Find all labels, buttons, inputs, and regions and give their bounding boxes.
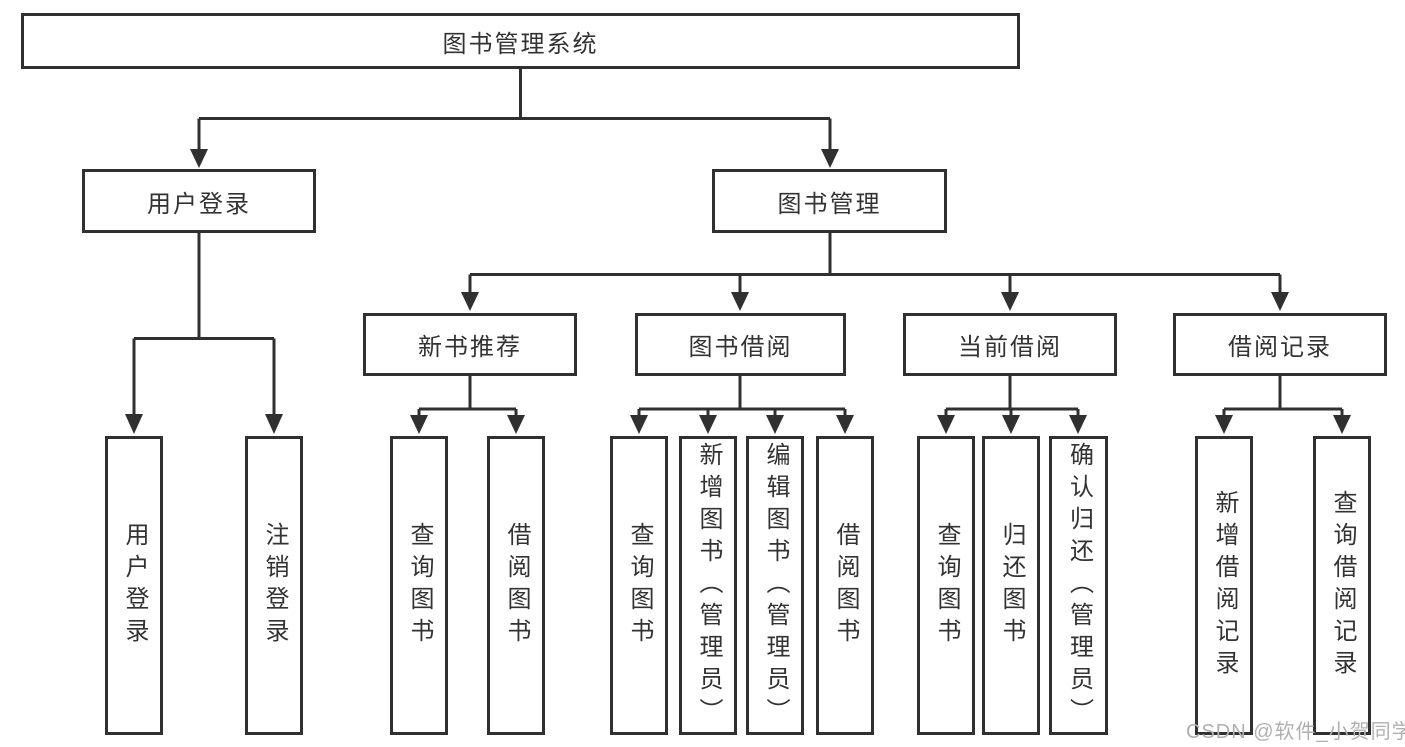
node-book-management: 图书管理 [712, 169, 947, 233]
leaf-query-books-current: 查询图书 [917, 436, 975, 735]
node-new-book-recommendation: 新书推荐 [363, 313, 577, 376]
leaf-edit-books-admin: 编辑图书（管理员） [746, 436, 804, 735]
connector-book-borrow-branch [637, 376, 847, 416]
connector-root-to-level2 [197, 69, 832, 150]
arrowheads-level2 [190, 149, 839, 168]
node-user-login: 用户登录 [82, 169, 316, 233]
leaf-confirm-return-admin: 确认归还（管理员） [1049, 436, 1108, 735]
leaf-add-books-admin: 新增图书（管理员） [679, 436, 737, 735]
leaf-return-books: 归还图书 [982, 436, 1040, 735]
leaf-logout: 注销登录 [245, 436, 303, 735]
leaf-query-borrow-record: 查询借阅记录 [1313, 436, 1371, 735]
leaf-user-login: 用户登录 [105, 436, 163, 735]
arrowheads-book-borrow-branch [630, 415, 854, 434]
connector-user-login-branch [132, 233, 276, 415]
arrowheads-level3 [461, 292, 1289, 311]
leaf-query-books-recommend: 查询图书 [390, 436, 448, 735]
connector-book-mgmt-to-level3 [468, 233, 1282, 293]
node-library-management-system: 图书管理系统 [21, 13, 1020, 69]
leaf-borrow-books: 借阅图书 [816, 436, 874, 735]
csdn-watermark: CSDN @软件_小贺同学 [1186, 721, 1405, 743]
arrowheads-user-login-branch [125, 414, 283, 434]
node-book-borrowing: 图书借阅 [635, 313, 846, 376]
leaf-query-books-borrow: 查询图书 [610, 436, 668, 735]
leaf-borrow-books-recommend: 借阅图书 [487, 436, 545, 735]
node-borrowing-records: 借阅记录 [1173, 313, 1387, 376]
connector-borrow-records-branch [1222, 376, 1344, 416]
arrowheads-current-borrow-branch [937, 415, 1087, 434]
node-current-borrowing: 当前借阅 [903, 313, 1117, 376]
arrowheads-borrow-records-branch [1215, 415, 1351, 434]
leaf-add-borrow-record: 新增借阅记录 [1195, 436, 1253, 735]
arrowheads-new-book-branch [410, 415, 525, 434]
connector-new-book-branch [417, 376, 518, 416]
connector-current-borrow-branch [944, 376, 1080, 416]
